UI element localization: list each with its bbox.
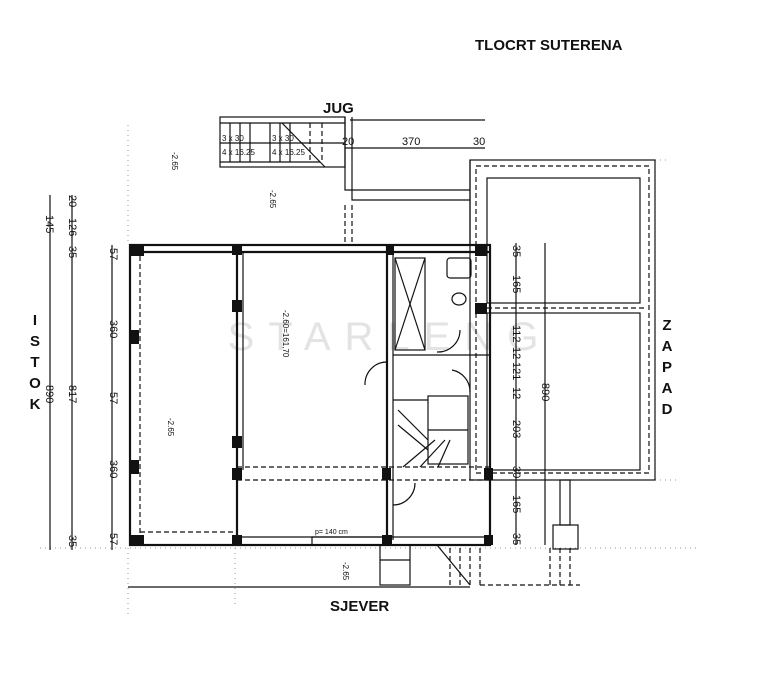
entrance-stair: 3 x 30 4 x 16.25 3 x 30 4 x 16.25 [219,116,346,168]
dimension-label: 360 [107,460,119,478]
opening-note: p= 140 cm [315,529,348,536]
stair-note: 4 x 16.25 [222,148,255,157]
dimension-label: 35 [510,533,522,545]
level-mark: -2.65 [341,562,350,581]
level-marks: -2.65 -2.65 -2.60=161,70 -2.65 -2.65 p= … [166,152,350,581]
dimension-label: 57 [107,248,119,260]
right-dimensions: 35 165 112 12 121 12 203 30 165 35 890 [510,243,551,545]
dimension-label: 126 [66,218,78,236]
dimension-label: 30 [510,466,522,478]
dimension-label: 145 [43,215,55,233]
level-mark: -2.65 [170,152,179,171]
stair-note: 4 x 16.25 [272,148,305,157]
dimension-label: 203 [510,420,522,438]
watermark-logo: STARLENG [228,315,553,359]
dimension-label: 35 [66,535,78,547]
dimension-label: 165 [510,495,522,513]
dimension-label: 20 [66,195,78,207]
dimension-label: 370 [402,136,420,148]
stair-note: 3 x 30 [222,134,244,143]
stair-note: 3 x 30 [272,134,294,143]
dimension-label: 121 [510,362,522,380]
level-mark: -2.65 [166,418,175,437]
dimension-label: 57 [107,533,119,545]
level-mark: -2.65 [268,190,277,209]
dimension-label: 35 [66,246,78,258]
dimension-label: 112 [510,325,522,343]
dimension-label: 360 [107,320,119,338]
dimension-label: 57 [107,392,119,404]
dimension-label: 817 [66,385,78,403]
level-mark: -2.60=161,70 [281,310,290,358]
label-north: SJEVER [330,598,389,615]
dimension-label: 165 [510,275,522,293]
dimension-label: 35 [510,245,522,257]
plan-title: TLOCRT SUTERENA [475,37,623,54]
dimension-label: 890 [539,383,551,401]
dimension-label: 12 [510,387,522,399]
left-dimensions: 145 890 20 126 35 817 35 57 360 57 360 5… [43,195,119,550]
label-south: JUG [323,100,354,117]
main-building [128,243,493,547]
dimension-label: 20 [342,136,354,148]
dimension-label: 890 [43,385,55,403]
dimension-label: 30 [473,136,485,148]
dimension-label: 12 [510,347,522,359]
top-dimensions: 20 370 30 [342,119,485,149]
